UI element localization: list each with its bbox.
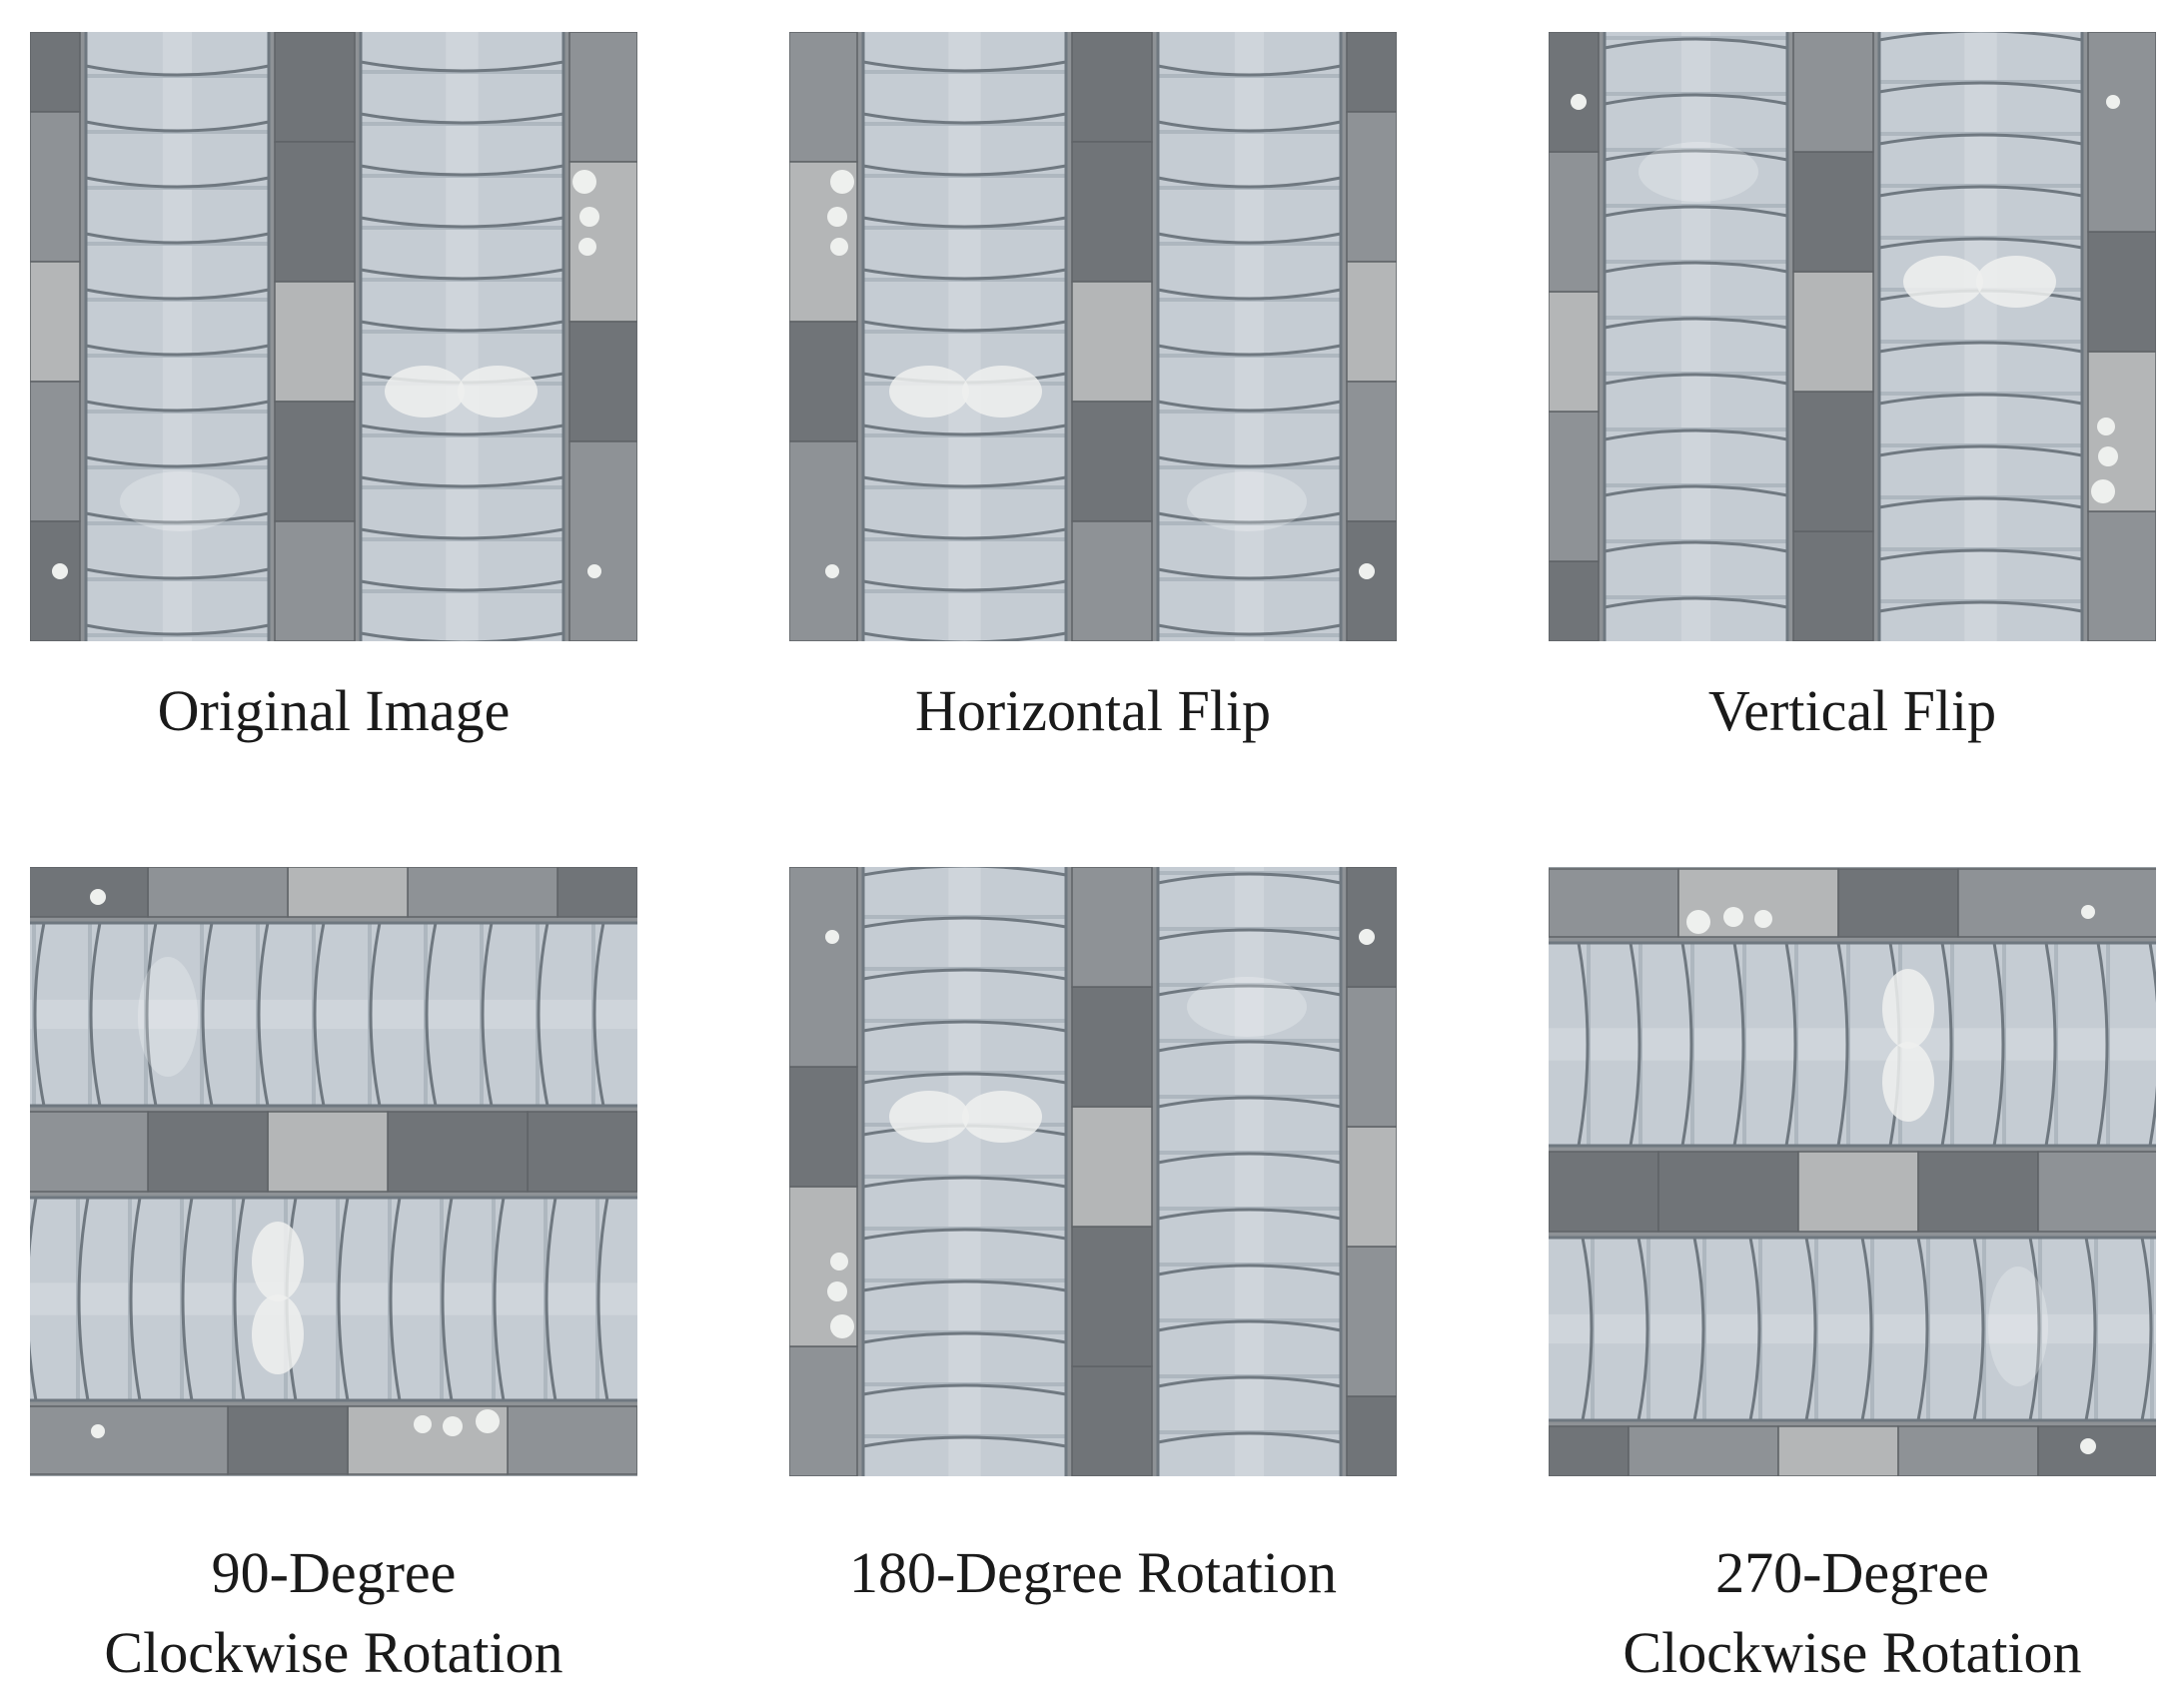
image-rotate-90	[30, 867, 637, 1476]
caption-vertical-flip: Vertical Flip	[1707, 678, 1997, 743]
image-rotate-270	[1549, 867, 2156, 1476]
roof-tiles-image	[30, 867, 637, 1475]
roof-tiles-image	[789, 867, 1397, 1476]
image-vertical-flip	[1549, 32, 2156, 641]
caption-horizontal-flip: Horizontal Flip	[914, 678, 1271, 743]
image-original	[30, 32, 637, 641]
caption-rotate-90: 90-Degree Clockwise Rotation	[104, 1540, 563, 1685]
caption-original: Original Image	[157, 678, 511, 743]
caption-rotate-180: 180-Degree Rotation	[848, 1540, 1337, 1605]
roof-tiles-image	[1549, 868, 2156, 1476]
roof-tiles-image	[789, 32, 1397, 641]
image-horizontal-flip	[789, 32, 1397, 641]
roof-tiles-image	[1549, 32, 2156, 641]
image-rotate-180	[789, 867, 1397, 1476]
roof-tiles-image	[30, 32, 637, 641]
caption-rotate-270: 270-Degree Clockwise Rotation	[1623, 1540, 2082, 1685]
